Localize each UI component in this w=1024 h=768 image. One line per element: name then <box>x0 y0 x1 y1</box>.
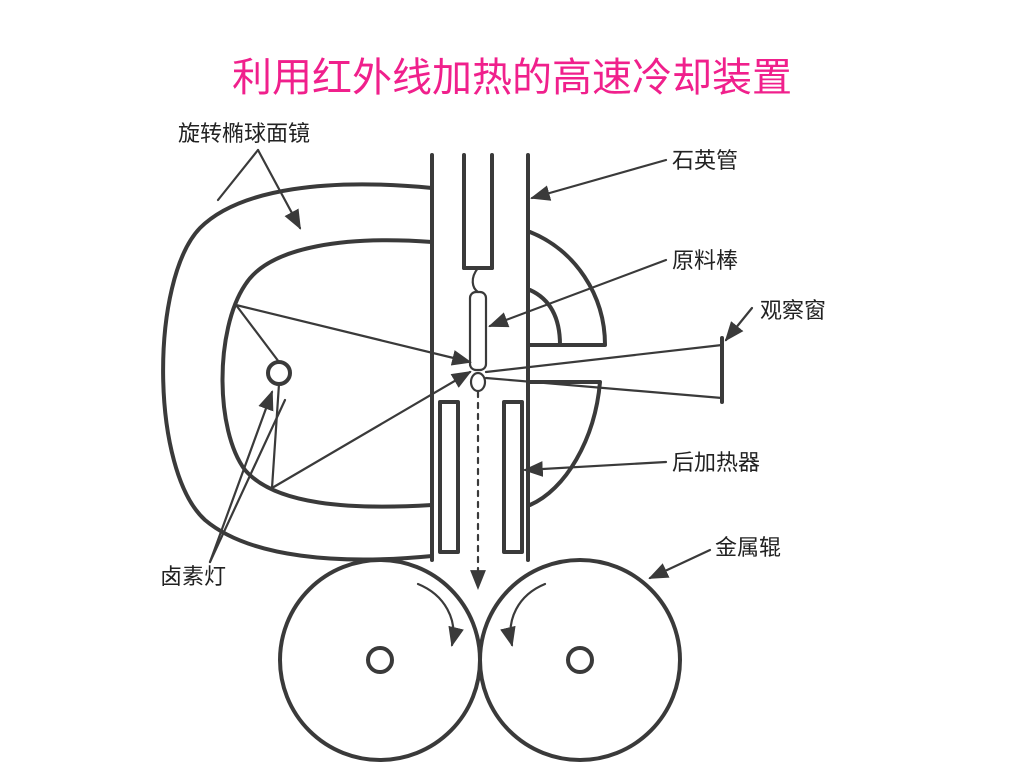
halogen-lamp <box>266 360 292 386</box>
feed-rod <box>468 290 488 393</box>
roller-right-rotation <box>500 582 547 647</box>
post-heater <box>438 400 524 554</box>
roller-right <box>478 558 682 762</box>
feed-rod-holder <box>462 153 494 294</box>
label-feed-rod: 原料棒 <box>672 249 738 274</box>
roller-left-axle <box>366 646 394 674</box>
mirror-right-upper <box>526 230 607 347</box>
roller-left <box>278 558 482 762</box>
label-post-heater: 后加热器 <box>672 451 760 476</box>
label-halogen-lamp: 卤素灯 <box>160 565 226 590</box>
metal-rollers <box>278 558 682 762</box>
ellipsoidal-mirror <box>161 182 607 562</box>
light-rays <box>234 303 724 490</box>
mirror-right-lower <box>526 380 602 507</box>
mirror-outer-edge <box>161 182 434 562</box>
mirror-inner-edge <box>220 238 434 509</box>
post-heater-right <box>502 400 524 554</box>
post-heater-left <box>438 400 460 554</box>
leader-lines <box>208 148 754 580</box>
label-quartz-tube: 石英管 <box>672 149 738 174</box>
label-ellipsoidal-mirror: 旋转椭球面镜 <box>178 122 310 147</box>
roller-left-rotation <box>416 582 464 647</box>
roller-right-axle <box>566 646 594 674</box>
label-metal-roller: 金属辊 <box>715 536 781 561</box>
quartz-tube <box>430 153 530 562</box>
mirror-right-upper-inner <box>528 288 562 347</box>
label-observation-window: 观察窗 <box>760 299 826 324</box>
slide-title: 利用红外线加热的高速冷却装置 <box>232 55 792 101</box>
